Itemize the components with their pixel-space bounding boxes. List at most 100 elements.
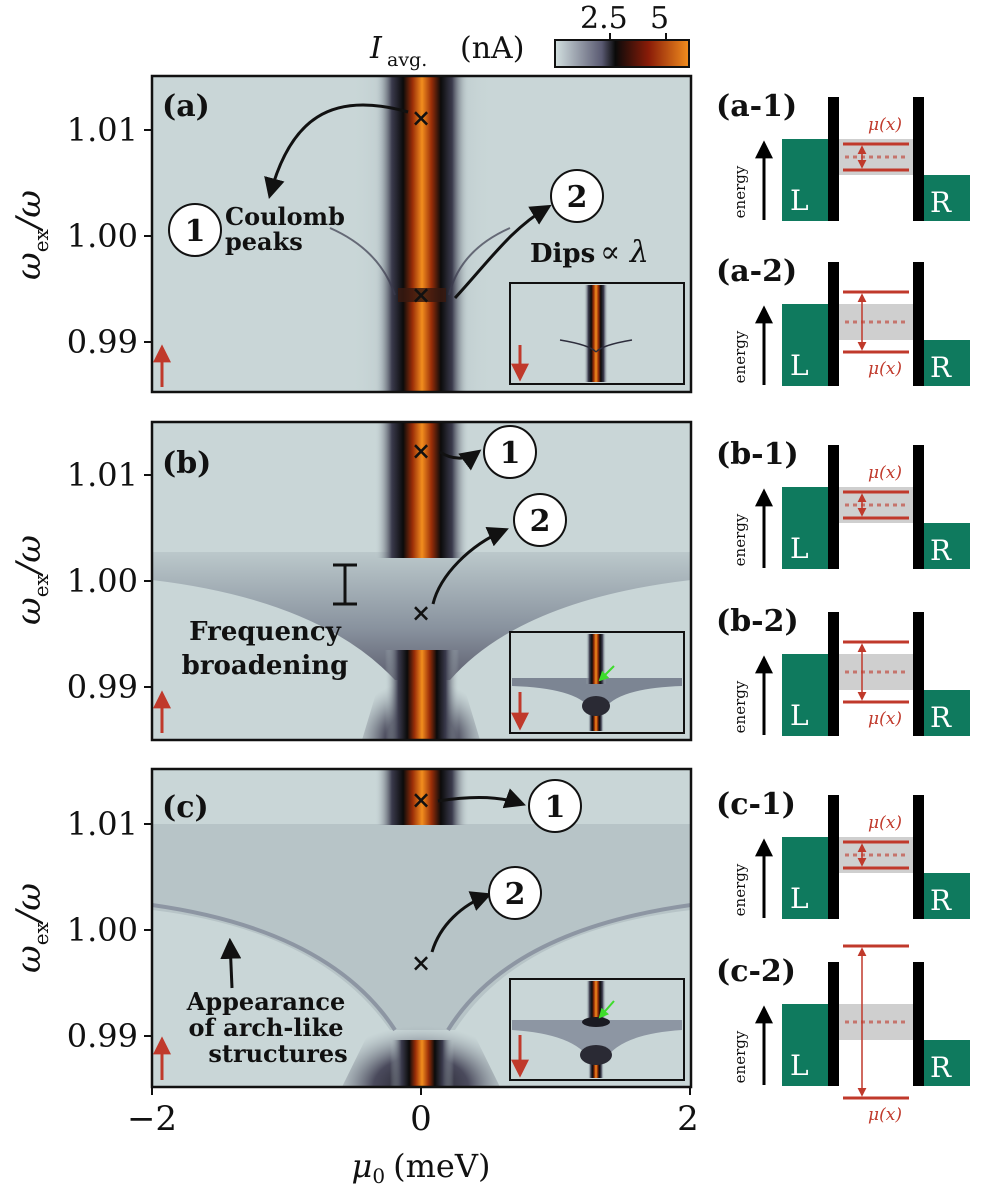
colorbar-gradient	[554, 39, 690, 68]
left-barrier	[828, 445, 839, 569]
annotation-coulomb: Coulomb	[225, 202, 345, 231]
svg-text:ωex/ω: ωex/ω	[9, 190, 53, 280]
panel-label-b: (b)	[162, 446, 211, 481]
green-arrow	[598, 1000, 615, 1019]
bias-window	[839, 1004, 913, 1040]
inset-a	[509, 282, 685, 385]
panel-b: 1.01 1.00 0.99 (b) × × 1 2 Frequency bro…	[67, 420, 693, 742]
svg-text:ωex/ω: ωex/ω	[9, 535, 53, 625]
cross-marker: ×	[411, 103, 431, 132]
energy-label: energy	[731, 1030, 749, 1083]
inset-c	[509, 978, 685, 1081]
annotation-proportional-lambda: ∝ λ	[600, 235, 649, 270]
right-lead	[924, 523, 970, 569]
right-barrier	[913, 262, 924, 386]
mu-label: μ(x)	[868, 359, 902, 379]
left-lead-label: L	[790, 882, 809, 915]
right-lead-label: R	[930, 1051, 952, 1084]
badge-2: 2	[530, 504, 551, 539]
left-barrier	[828, 97, 839, 221]
curved-arrow	[431, 526, 509, 605]
left-lead	[782, 1004, 828, 1086]
energy-diagram: (a-2) energy L Rμ(x)	[716, 254, 970, 386]
green-arrow	[598, 665, 615, 682]
bias-window	[839, 304, 913, 340]
panel-label-a: (a)	[162, 89, 210, 124]
left-lead-label: L	[790, 184, 809, 217]
cross-marker: ×	[411, 785, 431, 814]
right-lead-label: R	[930, 701, 952, 734]
mu-label: μ(x)	[868, 709, 902, 729]
panel-label-c: (c)	[162, 790, 209, 825]
right-barrier	[913, 445, 924, 569]
straight-arrow	[220, 937, 242, 989]
right-lead	[924, 340, 970, 386]
colorbar: I avg. (nA) 2.5 5	[369, 1, 690, 71]
y-axis-label-a: ωex/ω	[9, 190, 53, 280]
energy-label: energy	[731, 330, 749, 383]
colorbar-title-unit: (nA)	[460, 31, 524, 66]
mu-label: μ(x)	[868, 1105, 902, 1125]
right-barrier	[913, 962, 924, 1086]
curved-arrow	[437, 788, 526, 809]
mu-label: μ(x)	[868, 115, 902, 135]
cross-marker: ×	[411, 598, 431, 627]
right-lead	[924, 873, 970, 919]
right-lead-label: R	[930, 186, 952, 219]
left-lead-label: L	[790, 699, 809, 732]
badge-1: 1	[500, 436, 521, 471]
curved-arrow	[264, 103, 409, 200]
panel-c: 1.01 1.00 0.99 (c) × × 1 2 Appearance of…	[67, 767, 699, 1188]
badge-1: 1	[545, 790, 566, 825]
x-tick-0: 0	[410, 1099, 432, 1139]
curved-arrow	[439, 449, 482, 471]
x-axis-label: μ0(meV)	[352, 1147, 491, 1188]
y-tick-1.01-c: 1.01	[67, 805, 138, 843]
y-tick-1.00-b: 1.00	[67, 562, 138, 600]
left-barrier	[828, 962, 839, 1086]
right-lead-label: R	[930, 351, 952, 384]
x-tick-neg2: −2	[127, 1099, 177, 1139]
annotation-peaks: peaks	[225, 227, 303, 256]
y-tick-1.01-a: 1.01	[67, 111, 138, 149]
cross-marker: ×	[411, 436, 431, 465]
badge-2: 2	[567, 180, 588, 215]
colorbar-title-symbol: I	[369, 31, 383, 66]
energy-label: energy	[731, 513, 749, 566]
y-tick-0.99-c: 0.99	[67, 1017, 138, 1055]
inset-b	[509, 631, 685, 734]
bias-window	[839, 654, 913, 690]
annotation-arch-like: of arch-like	[188, 1013, 343, 1042]
curved-arrow	[453, 204, 552, 300]
annotation-frequency: Frequency	[189, 617, 342, 647]
left-lead	[782, 139, 828, 221]
left-lead	[782, 837, 828, 919]
diagram-label: (b-1)	[716, 437, 799, 472]
diagram-label: (c-2)	[716, 954, 796, 989]
badge-2: 2	[505, 877, 526, 912]
left-barrier	[828, 262, 839, 386]
mu-label: μ(x)	[868, 463, 902, 483]
energy-label: energy	[731, 680, 749, 733]
left-lead	[782, 487, 828, 569]
left-barrier	[828, 795, 839, 919]
annotation-structures: structures	[208, 1039, 347, 1068]
svg-text:ωex/ω: ωex/ω	[9, 883, 53, 973]
diagram-label: (b-2)	[716, 604, 799, 639]
diagram-label: (a-1)	[716, 89, 797, 124]
energy-label: energy	[731, 165, 749, 218]
diagram-label: (a-2)	[716, 254, 797, 289]
panel-a: 1.01 1.00 0.99 (a) × × 1 2 Coulomb peaks…	[67, 74, 693, 394]
annotation-dips: Dips	[530, 239, 595, 269]
right-lead	[924, 175, 970, 221]
left-lead-label: L	[790, 532, 809, 565]
left-lead-label: L	[790, 349, 809, 382]
y-tick-0.99-b: 0.99	[67, 668, 138, 706]
colorbar-title-subscript: avg.	[387, 49, 427, 71]
badge-1: 1	[185, 214, 206, 249]
energy-label: energy	[731, 863, 749, 916]
